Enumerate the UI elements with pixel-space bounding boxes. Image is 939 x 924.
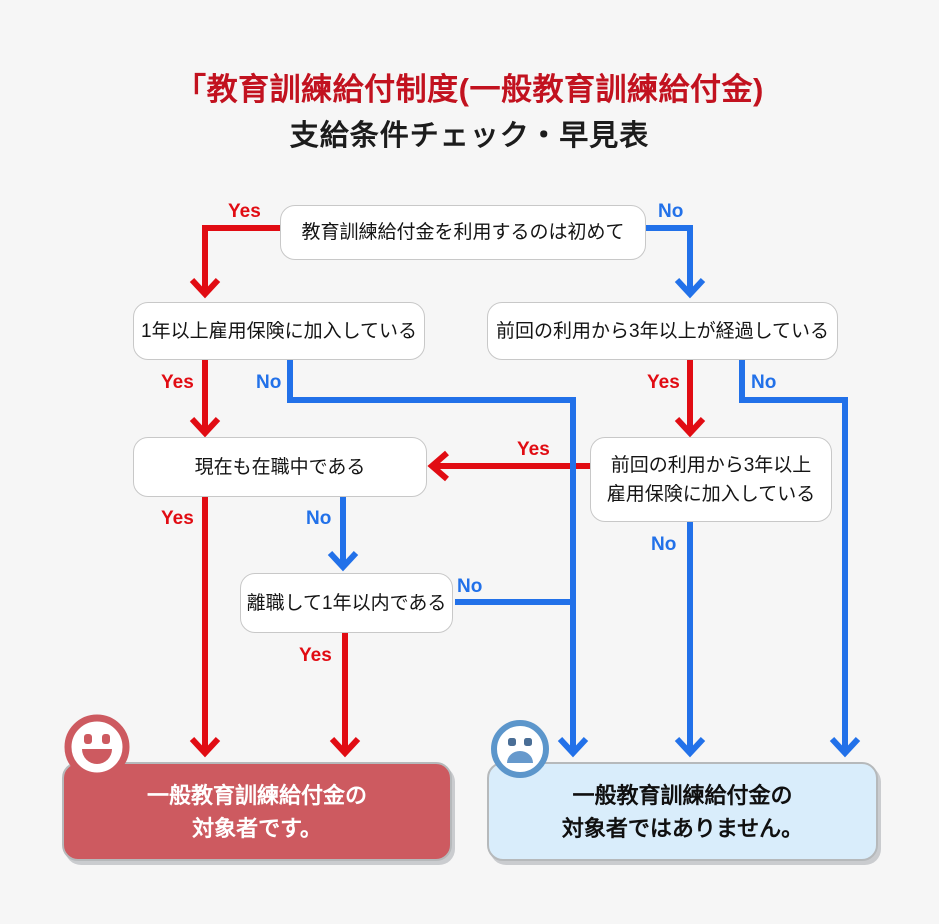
edge-label-yes-insured-three-years: Yes [517,439,550,460]
node-first-time-use: 教育訓練給付金を利用するのは初めて [280,205,646,260]
edge-label-no-left-within-year: No [457,576,483,597]
edge-label-yes-employed: Yes [161,508,194,529]
node-insured-three-years-line2: 雇用保険に加入している [606,483,816,505]
node-three-years-passed-label: 前回の利用から3年以上が経過している [496,320,829,342]
edge-label-yes-three-years: Yes [647,372,680,393]
node-three-years-passed: 前回の利用から3年以上が経過している [487,302,838,360]
node-first-time-use-label: 教育訓練給付金を利用するのは初めて [301,222,625,243]
node-left-within-one-year: 離職して1年以内である [240,573,453,633]
node-currently-employed: 現在も在職中である [133,437,427,497]
edge-label-no-first-time: No [658,201,684,222]
edge-label-no-three-years: No [751,372,777,393]
result-not-eligible-line1: 一般教育訓練給付金の [572,782,793,808]
page-title-line1: 「教育訓練給付制度(一般教育訓練給付金) [175,72,764,107]
node-insured-three-years-line1: 前回の利用から3年以上 [610,454,812,476]
result-eligible-box: 一般教育訓練給付金の 対象者です。 [62,762,452,861]
edge-label-yes-left-within-year: Yes [299,645,332,666]
result-eligible-line2: 対象者です。 [192,815,322,841]
no-arrow-paths [287,225,861,758]
edge-label-yes-insured: Yes [161,372,194,393]
node-insured-one-year-label: 1年以上雇用保険に加入している [141,320,417,342]
node-insured-three-years: 前回の利用から3年以上 雇用保険に加入している [590,437,832,522]
node-insured-one-year: 1年以上雇用保険に加入している [133,302,425,360]
node-insured-three-years-label: 前回の利用から3年以上 雇用保険に加入している [607,451,815,509]
node-currently-employed-label: 現在も在職中である [194,456,366,478]
edge-label-no-insured-three-years: No [651,534,677,555]
edge-label-yes-first-time: Yes [228,201,261,222]
sad-face-icon [491,720,549,778]
happy-face-icon [64,714,130,780]
yes-arrow-paths [189,225,706,758]
edge-label-no-insured: No [256,372,282,393]
edge-label-no-employed: No [306,508,332,529]
page-title-line2: 支給条件チェック・早見表 [289,120,650,152]
result-eligible-line1: 一般教育訓練給付金の [146,782,367,808]
result-not-eligible-line2: 対象者ではありません。 [561,815,804,841]
result-not-eligible-box: 一般教育訓練給付金の 対象者ではありません。 [487,762,878,861]
node-left-within-one-year-label: 離職して1年以内である [246,592,447,614]
